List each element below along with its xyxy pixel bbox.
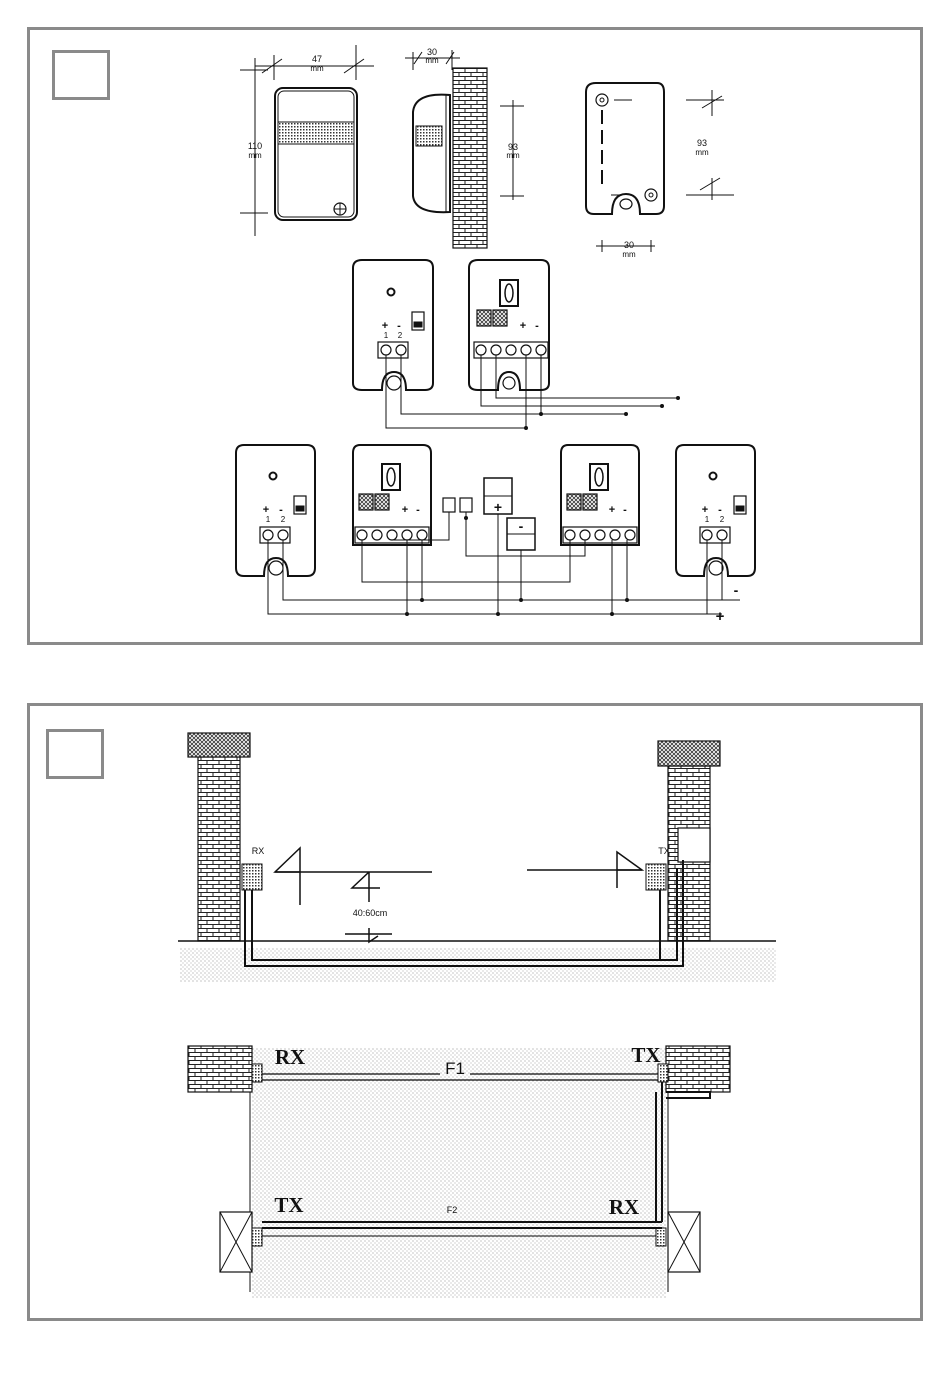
beam-f1-label: F1 (445, 1059, 465, 1078)
beam-distance: 40:60cm (353, 908, 388, 918)
plan-tx-top-label: TX (631, 1043, 660, 1067)
single-wiring-nodes (524, 396, 680, 430)
rear-view (586, 83, 734, 252)
single-wiring (386, 355, 678, 428)
bus-plus-label: + (716, 608, 725, 625)
side-view (405, 50, 524, 248)
width-value: 47 (312, 54, 322, 64)
tx-right-plus: + (609, 504, 615, 516)
tx-unit-left (353, 445, 431, 545)
tx-minus: - (535, 320, 539, 332)
depth-unit: mm (425, 56, 439, 65)
elevation-view (178, 733, 776, 982)
hole-spacing-unit: mm (695, 148, 709, 157)
height-value: 110 (248, 141, 262, 151)
width-unit: mm (310, 64, 324, 73)
tx-right-minus: - (623, 504, 627, 516)
plan-rx-bottom-label: RX (609, 1195, 639, 1219)
tx-unit-right (561, 445, 639, 545)
plan-rx-top-label: RX (275, 1045, 305, 1069)
supply-plus-label: + (494, 499, 502, 515)
height-unit: mm (248, 151, 262, 160)
rx-right-terminal-2: 2 (720, 515, 725, 524)
hole-offset-unit: mm (622, 250, 636, 259)
rx-unit-single (353, 260, 433, 390)
double-wiring (268, 512, 740, 614)
elevation-tx-label: TX (658, 846, 670, 856)
sync-jumper (443, 498, 472, 512)
rx-right-terminal-1: 1 (705, 515, 710, 524)
elevation-rx-label: RX (252, 846, 265, 856)
rx-unit-right (676, 445, 755, 576)
tx-plus: + (520, 320, 526, 332)
double-wiring-nodes (405, 516, 629, 616)
rx-terminal-2: 2 (398, 331, 403, 340)
plan-view (188, 1046, 730, 1298)
rx-terminal-1: 1 (384, 331, 389, 340)
hole-offset-value: 30 (624, 240, 634, 250)
rx-unit-left (236, 445, 315, 576)
rx-left-terminal-1: 1 (266, 515, 271, 524)
hole-spacing-value: 93 (697, 138, 707, 148)
supply-minus-label: - (519, 518, 524, 534)
mount-height-unit: mm (506, 151, 520, 160)
beam-f2-label: F2 (447, 1205, 458, 1215)
plan-tx-bottom-label: TX (274, 1193, 303, 1217)
tx-left-minus: - (416, 504, 420, 516)
rx-left-terminal-2: 2 (281, 515, 286, 524)
bus-minus-label: - (734, 582, 739, 598)
tx-left-plus: + (402, 504, 408, 516)
